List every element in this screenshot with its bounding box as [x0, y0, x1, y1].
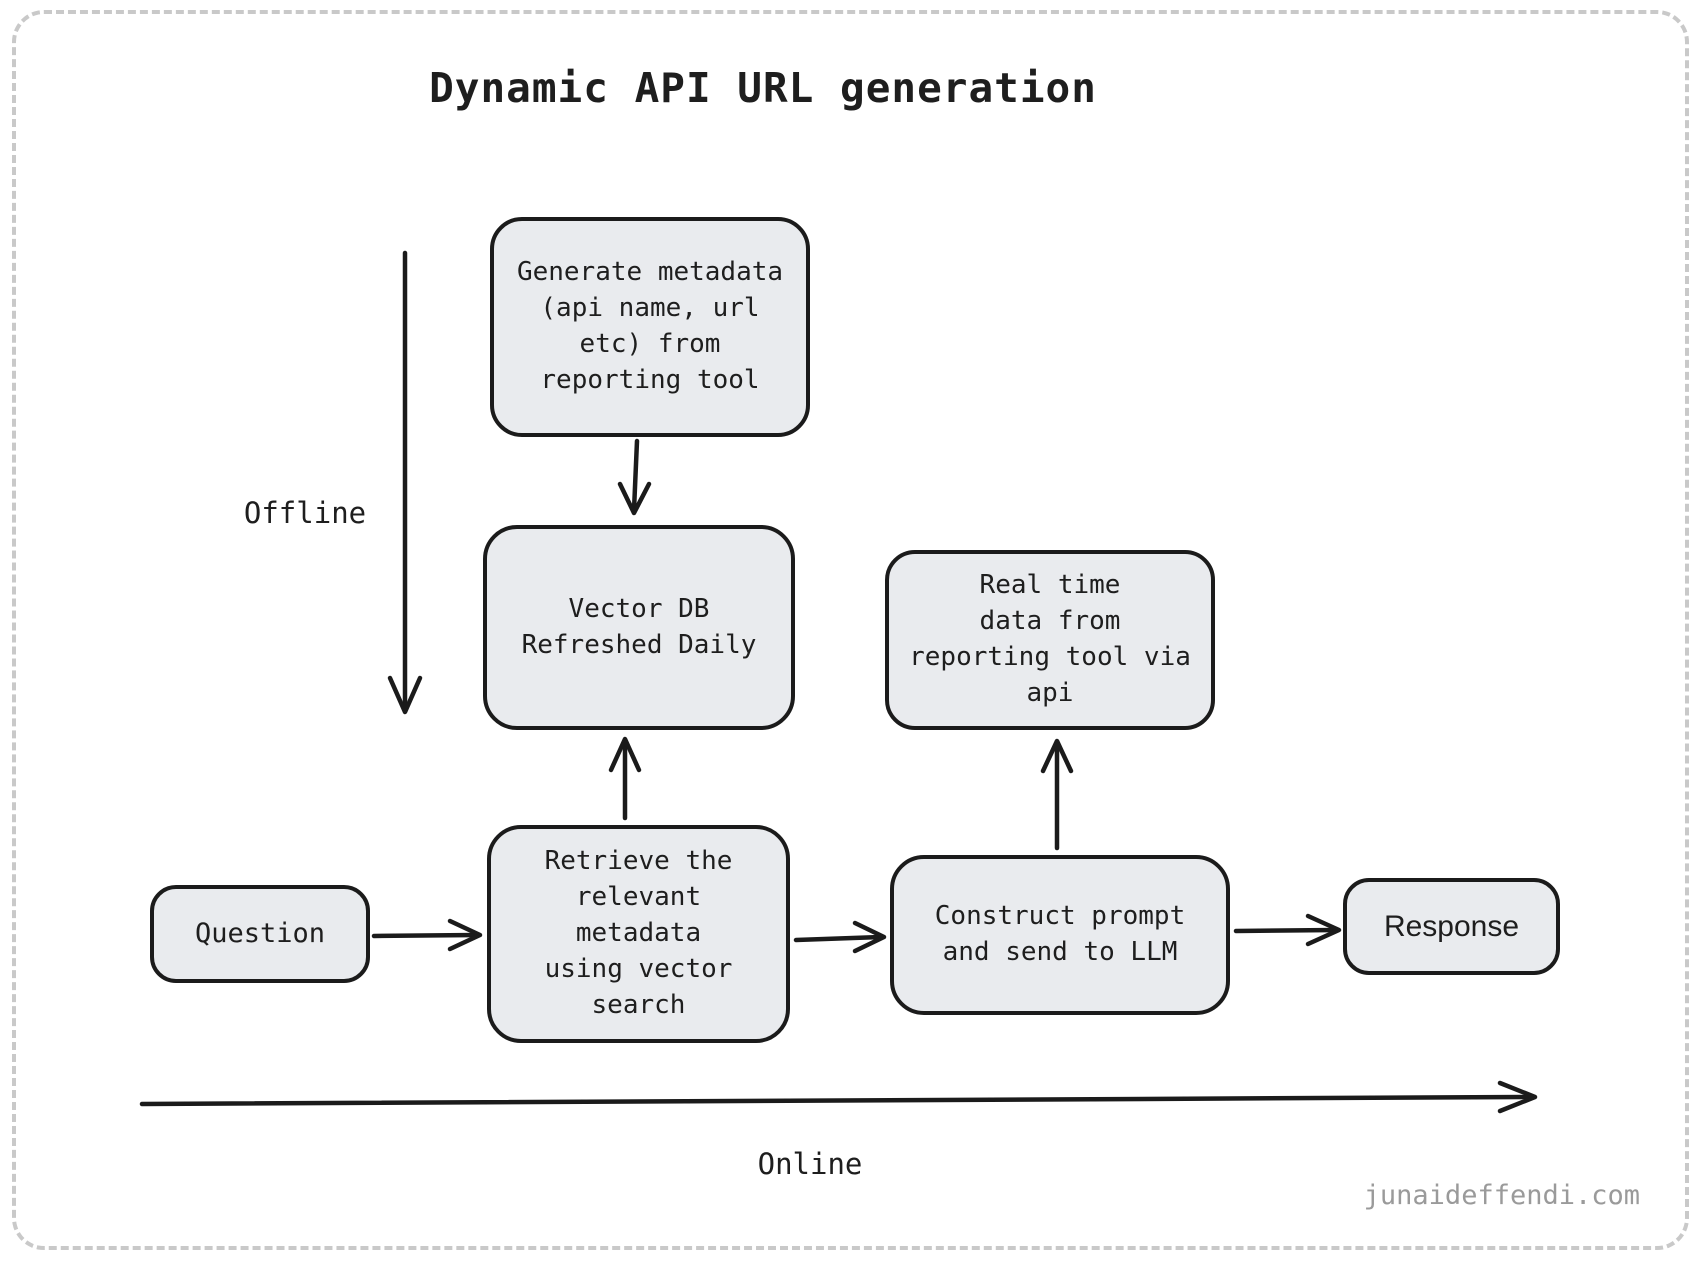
arrow-generate-to-vectordb	[617, 438, 652, 516]
node-realtime-data-label: Real time data from reporting tool via a…	[909, 570, 1191, 708]
node-generate-metadata: Generate metadata (api name, url etc) fr…	[490, 217, 810, 437]
page-dashed-border	[12, 10, 1689, 1250]
watermark: junaideffendi.com	[1363, 1180, 1640, 1211]
node-retrieve-metadata-label: Retrieve the relevant metadata using vec…	[544, 846, 733, 1020]
arrow-offline-axis	[387, 250, 423, 715]
node-construct-prompt: Construct prompt and send to LLM	[890, 855, 1230, 1015]
node-vector-db: Vector DB Refreshed Daily	[483, 525, 795, 730]
arrow-question-to-retrieve	[371, 918, 483, 952]
online-label: Online	[757, 1147, 863, 1181]
offline-label: Offline	[243, 496, 367, 530]
node-response-label: Response	[1383, 909, 1520, 943]
node-construct-prompt-label: Construct prompt and send to LLM	[934, 901, 1186, 967]
node-vector-db-label: Vector DB Refreshed Daily	[521, 593, 757, 660]
node-retrieve-metadata: Retrieve the relevant metadata using vec…	[487, 825, 790, 1043]
node-realtime-data: Real time data from reporting tool via a…	[885, 550, 1215, 730]
diagram-title: Dynamic API URL generation	[429, 64, 1097, 112]
node-question-label: Question	[194, 918, 326, 950]
node-response: Response	[1343, 878, 1560, 975]
node-generate-metadata-label: Generate metadata (api name, url etc) fr…	[516, 257, 784, 395]
arrow-construct-to-response	[1233, 913, 1342, 947]
arrow-online-axis	[139, 1080, 1538, 1114]
arrow-construct-to-realtime	[1040, 738, 1074, 851]
arrow-retrieve-to-construct	[793, 920, 887, 954]
arrow-retrieve-to-vectordb	[608, 736, 642, 821]
node-question: Question	[150, 885, 370, 983]
